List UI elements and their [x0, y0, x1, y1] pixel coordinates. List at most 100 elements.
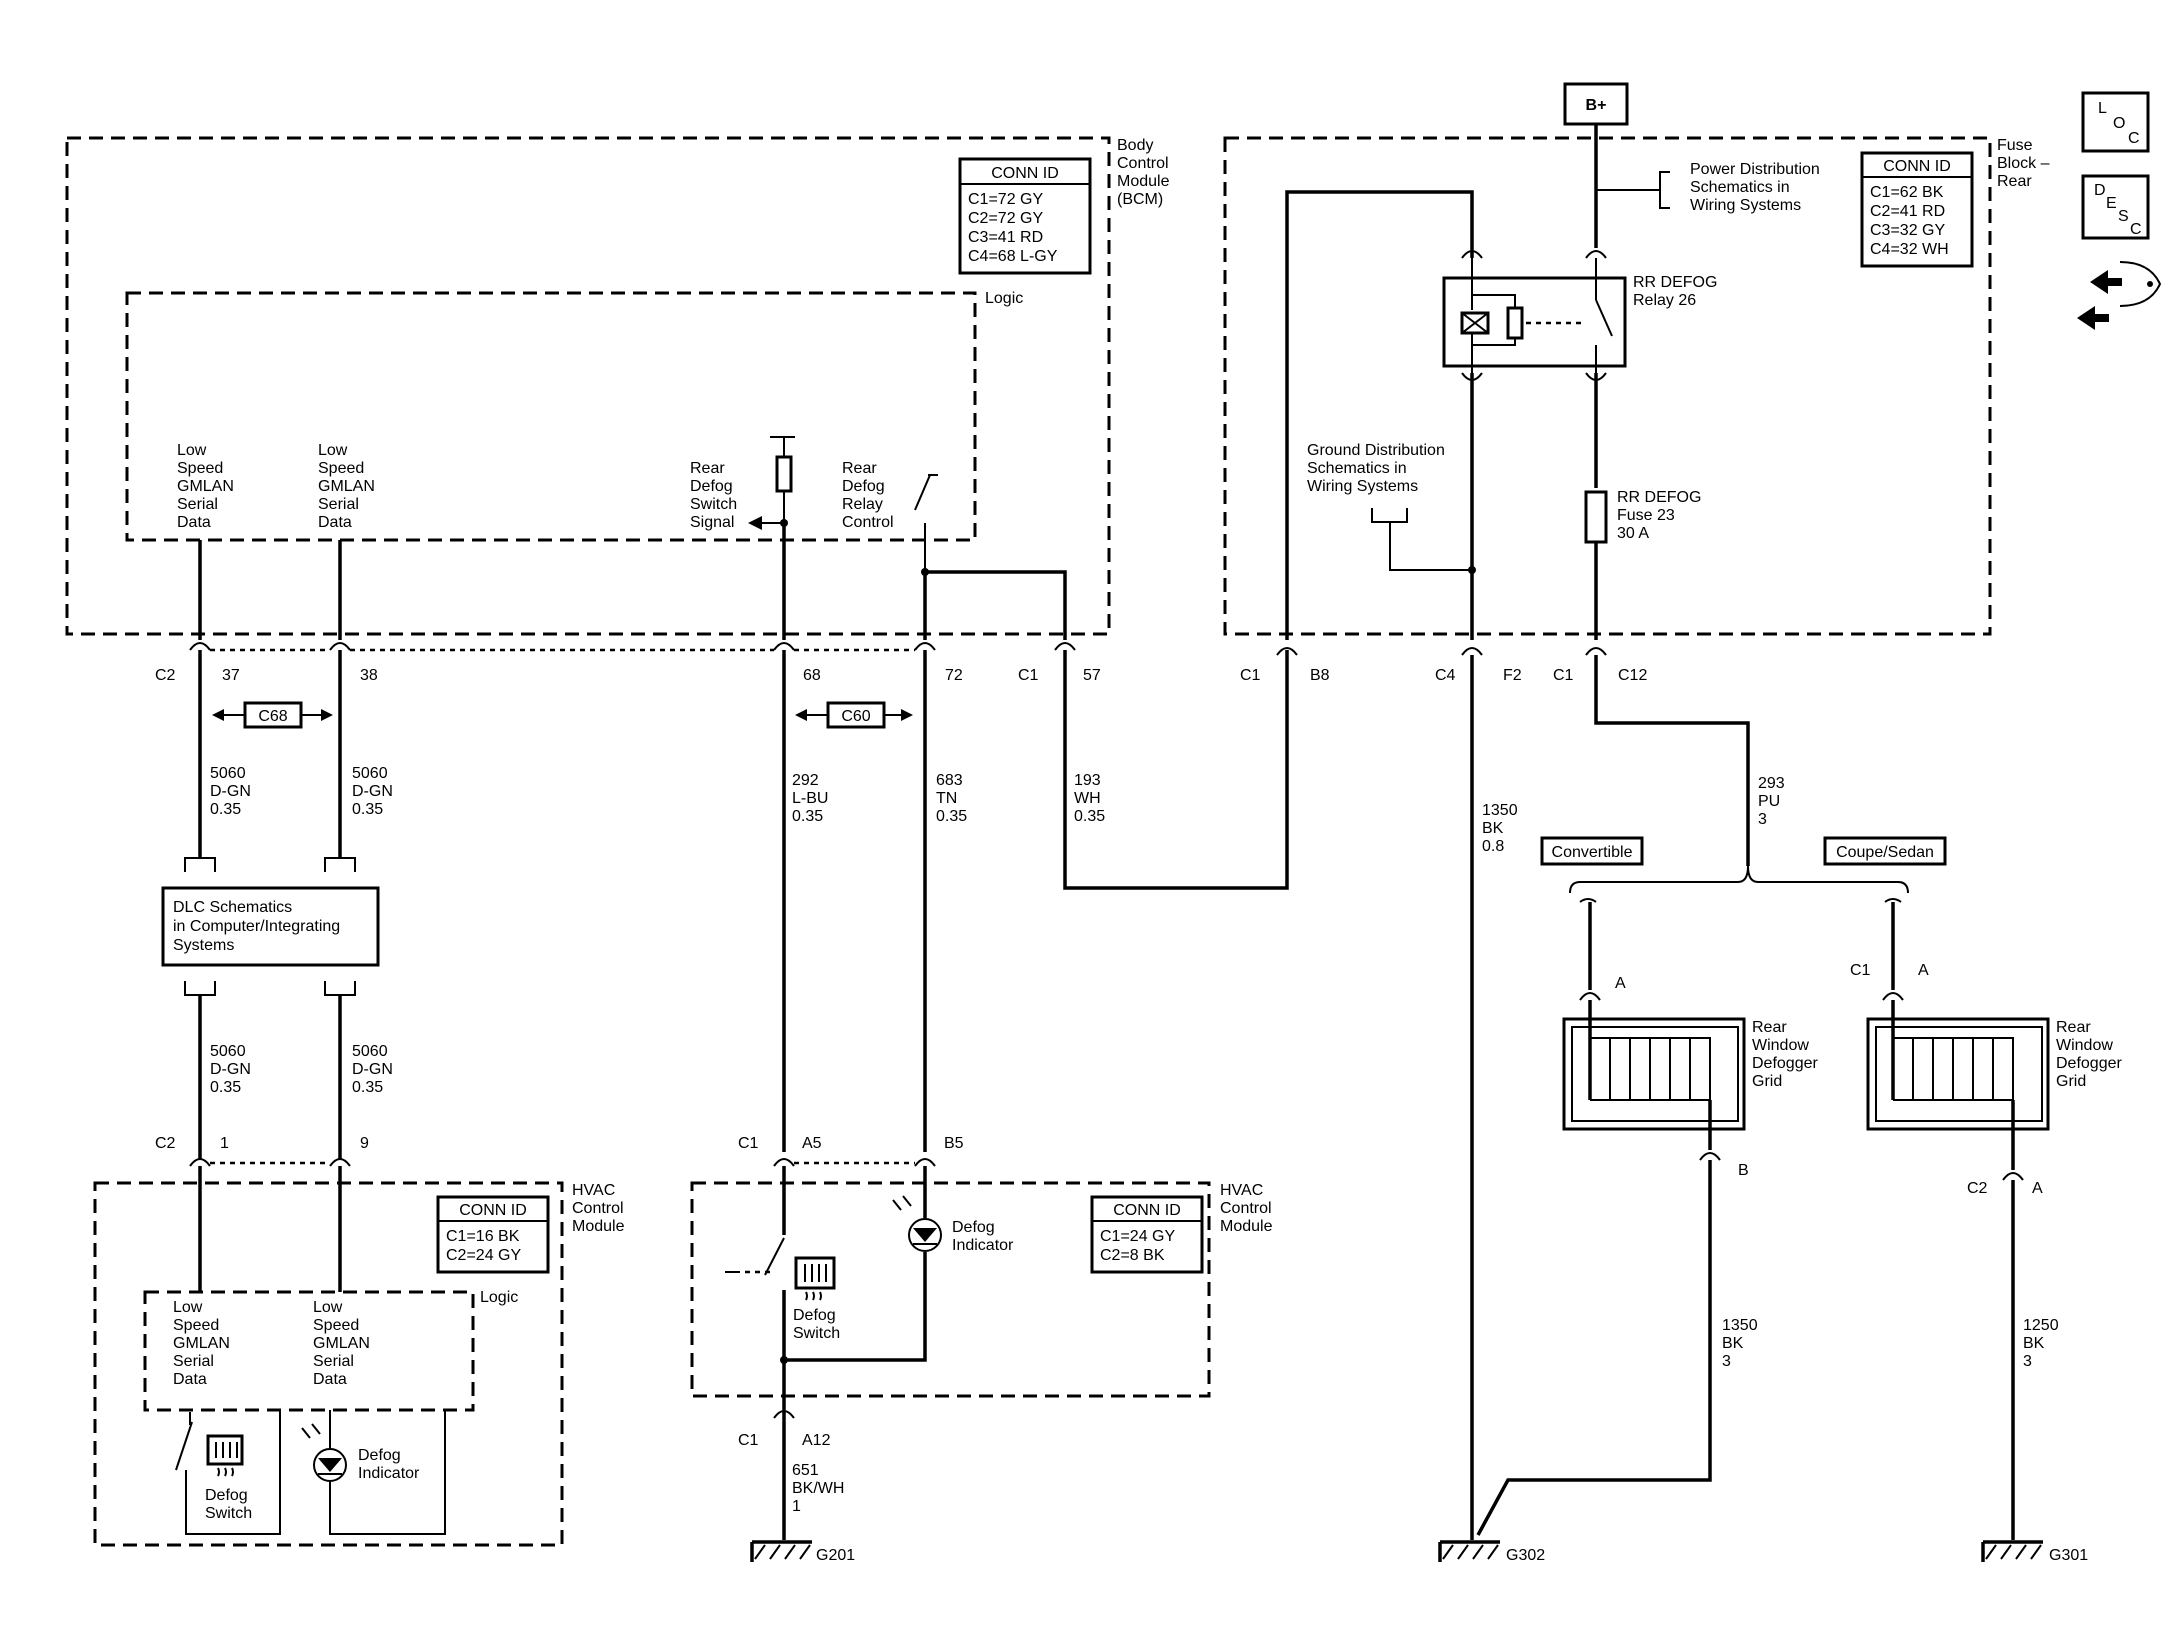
pin-b-convertible: B — [1738, 1162, 1749, 1179]
svg-text:E: E — [2106, 195, 2117, 212]
ground-g302-symbol — [1438, 1540, 1500, 1562]
pin-72: 72 — [945, 667, 963, 684]
pin-c12: C12 — [1618, 667, 1647, 684]
svg-text:S: S — [2118, 208, 2129, 225]
loc-icon[interactable]: L O C — [2081, 91, 2150, 153]
desc-icon[interactable]: D E S C — [2081, 174, 2150, 240]
pin-57: 57 — [1083, 667, 1101, 684]
ground-g201-symbol — [750, 1540, 812, 1562]
svg-text:L: L — [2098, 100, 2107, 117]
bcm-switch-signal-circuit — [748, 436, 795, 530]
bcm-connector-row — [189, 642, 1076, 652]
c60-marker: C60 — [795, 701, 913, 729]
hvac1-logic-label: Logic — [480, 1289, 518, 1306]
b-plus-power-box: B+ — [1563, 82, 1629, 126]
pin-68: 68 — [803, 667, 821, 684]
pin-a5: A5 — [802, 1135, 822, 1152]
power-distribution-ref — [1596, 171, 1670, 209]
fuse-23 — [1584, 490, 1608, 544]
bcm-relay-control-switch — [914, 474, 938, 576]
svg-text:CONN ID: CONN ID — [991, 165, 1059, 182]
c68-marker: C68 — [212, 701, 333, 729]
ground-g302-label: G302 — [1506, 1547, 1545, 1564]
pin-1: 1 — [220, 1135, 229, 1152]
pin-b8: B8 — [1310, 667, 1330, 684]
defogger-grid-convertible — [1562, 1000, 1746, 1150]
connector-view-icon[interactable] — [2077, 261, 2162, 330]
hvac1-logic-outline — [143, 1290, 475, 1412]
svg-text:C: C — [2128, 130, 2140, 147]
relay-switch — [1595, 258, 1613, 373]
ground-conn-c1-label: C1 — [738, 1432, 759, 1449]
svg-text:C: C — [2130, 221, 2142, 238]
bcm-logic-label: Logic — [985, 290, 1023, 307]
svg-text:Convertible: Convertible — [1552, 844, 1633, 861]
hvac2-outline — [690, 1181, 1211, 1398]
fuse-block-outline — [1223, 136, 1992, 636]
hvac-connector-row — [189, 1158, 936, 1167]
relay-coil — [1460, 258, 1586, 373]
hvac1-outline — [93, 1181, 564, 1547]
hvac-conn-c2-label: C2 — [155, 1135, 176, 1152]
fuse-conn-c4-label: C4 — [1435, 667, 1456, 684]
hvac1-defog-indicator — [301, 1410, 446, 1535]
conn-c1-label: C1 — [1018, 667, 1039, 684]
pin-a-coupe-lower: A — [2032, 1180, 2043, 1197]
conn-c1-coupe-label: C1 — [1850, 962, 1871, 979]
pin-a12: A12 — [802, 1432, 831, 1449]
pin-37: 37 — [222, 667, 240, 684]
option-convertible: Convertible — [1540, 836, 1644, 866]
svg-text:B+: B+ — [1586, 97, 1607, 114]
svg-text:C60: C60 — [841, 708, 870, 725]
svg-text:CONN ID: CONN ID — [1113, 1202, 1181, 1219]
ground-g201-label: G201 — [816, 1547, 855, 1564]
hvac-conn-c1-label: C1 — [738, 1135, 759, 1152]
option-coupe-sedan: Coupe/Sedan — [1823, 836, 1947, 866]
conn-c2-coupe-label: C2 — [1967, 1180, 1988, 1197]
svg-text:O: O — [2113, 115, 2125, 132]
defogger-grid-coupe — [1866, 1000, 2050, 1170]
svg-text:C68: C68 — [258, 708, 287, 725]
conn-c2-label: C2 — [155, 667, 176, 684]
ground-distribution-ref — [1371, 508, 1476, 574]
hvac1-defog-switch — [175, 1410, 281, 1535]
bcm-logic-outline — [125, 291, 977, 542]
hvac2-defog-switch — [725, 1180, 836, 1410]
option-split — [1569, 865, 1909, 894]
fuse-conn-c1-label: C1 — [1240, 667, 1261, 684]
